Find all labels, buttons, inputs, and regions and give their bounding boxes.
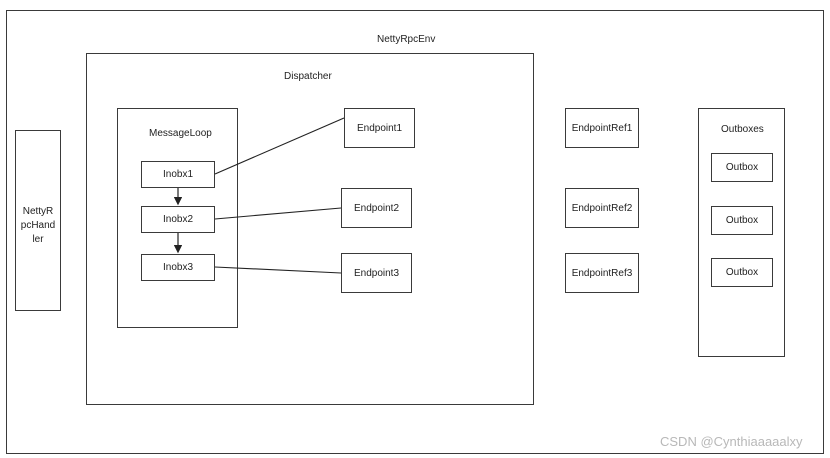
endpoint-ref-3-label: EndpointRef3 bbox=[571, 267, 633, 279]
netty-rpc-handler-label: NettyRpcHandler bbox=[20, 206, 56, 245]
endpoint-2: Endpoint2 bbox=[341, 188, 412, 228]
outbox-2: Outbox bbox=[711, 206, 773, 235]
inbox-3-label: Inobx3 bbox=[162, 262, 194, 273]
endpoint-1-label: Endpoint1 bbox=[356, 122, 403, 134]
inbox-3: Inobx3 bbox=[141, 254, 215, 281]
outbox-2-label: Outbox bbox=[725, 215, 759, 226]
outbox-1-label: Outbox bbox=[725, 162, 759, 173]
inbox-1-label: Inobx1 bbox=[162, 169, 194, 180]
endpoint-3-label: Endpoint3 bbox=[353, 267, 400, 279]
endpoint-ref-1: EndpointRef1 bbox=[565, 108, 639, 148]
outboxes-label: Outboxes bbox=[721, 124, 764, 135]
inbox-2: Inobx2 bbox=[141, 206, 215, 233]
netty-rpc-handler-box: NettyRpcHandler bbox=[15, 130, 61, 311]
message-loop-label: MessageLoop bbox=[149, 128, 212, 139]
endpoint-ref-2-label: EndpointRef2 bbox=[571, 202, 633, 214]
inbox-2-label: Inobx2 bbox=[162, 214, 194, 225]
outbox-3-label: Outbox bbox=[725, 267, 759, 278]
csdn-watermark: CSDN @Cynthiaaaaalxy bbox=[660, 434, 803, 449]
outbox-1: Outbox bbox=[711, 153, 773, 182]
endpoint-3: Endpoint3 bbox=[341, 253, 412, 293]
endpoint-ref-3: EndpointRef3 bbox=[565, 253, 639, 293]
endpoint-2-label: Endpoint2 bbox=[353, 202, 400, 214]
netty-rpc-env-label: NettyRpcEnv bbox=[377, 34, 436, 45]
endpoint-1: Endpoint1 bbox=[344, 108, 415, 148]
inbox-1: Inobx1 bbox=[141, 161, 215, 188]
dispatcher-label: Dispatcher bbox=[284, 71, 332, 82]
endpoint-ref-1-label: EndpointRef1 bbox=[571, 122, 633, 134]
outbox-3: Outbox bbox=[711, 258, 773, 287]
endpoint-ref-2: EndpointRef2 bbox=[565, 188, 639, 228]
